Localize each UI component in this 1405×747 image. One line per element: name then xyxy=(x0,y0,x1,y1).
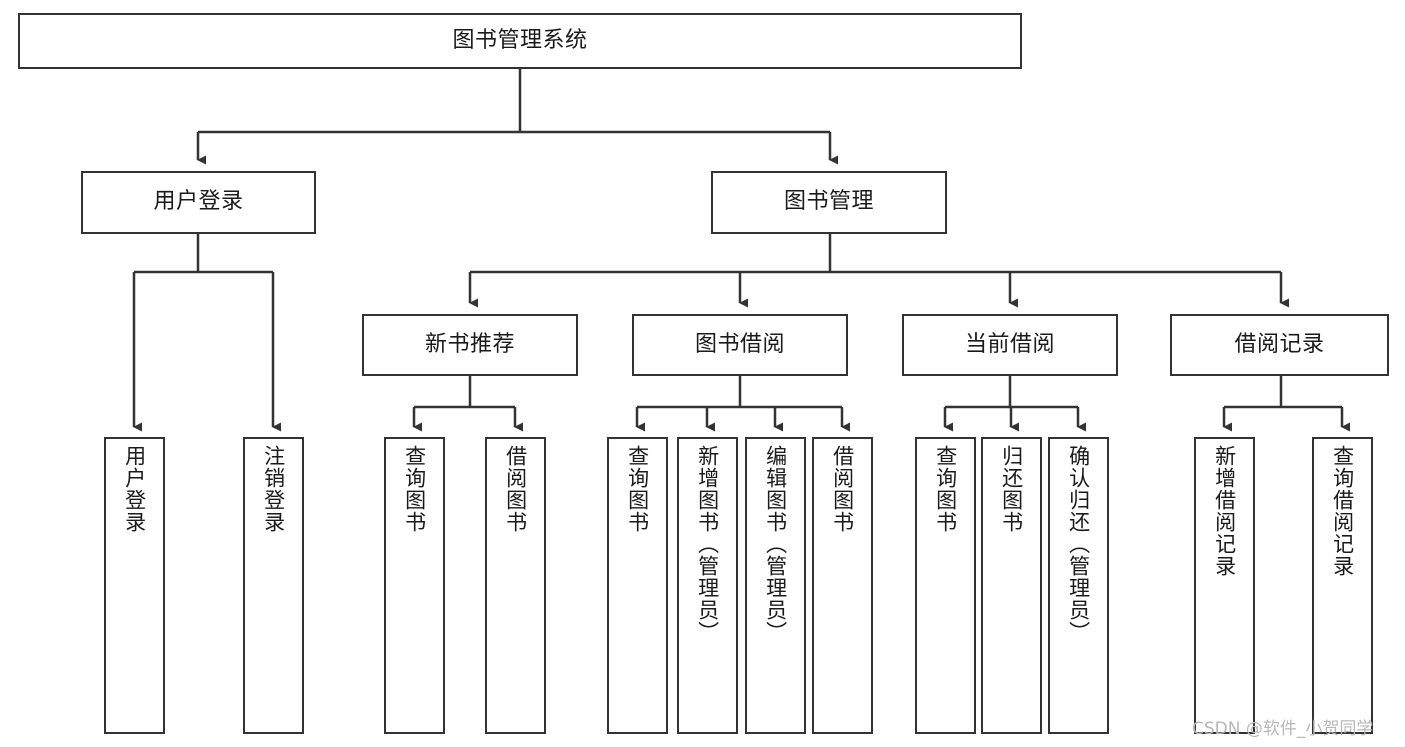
node-book-management[interactable]: 图书管理 xyxy=(711,171,947,234)
node-label: 用户登录 xyxy=(153,189,244,215)
node-label: 新书推荐 xyxy=(424,331,515,357)
node-new-book-recommend[interactable]: 新书推荐 xyxy=(362,314,578,376)
node-leaf-edit-book-admin[interactable]: 编辑图书（管理员） xyxy=(745,437,806,734)
node-label: 注销登录 xyxy=(261,445,286,533)
node-label: 查询图书 xyxy=(625,445,650,533)
node-root-system[interactable]: 图书管理系统 xyxy=(18,13,1022,69)
node-label: 查询图书 xyxy=(402,445,427,533)
node-label: 编辑图书（管理员） xyxy=(763,445,788,643)
node-label: 图书管理 xyxy=(783,189,874,215)
node-leaf-borrow-book-2[interactable]: 借阅图书 xyxy=(812,437,873,734)
node-leaf-query-book-1[interactable]: 查询图书 xyxy=(384,437,445,734)
node-label: 查询图书 xyxy=(933,445,958,533)
node-label: 用户登录 xyxy=(122,445,147,533)
node-current-borrow[interactable]: 当前借阅 xyxy=(902,314,1118,376)
node-leaf-query-book-3[interactable]: 查询图书 xyxy=(915,437,976,734)
node-borrow-record[interactable]: 借阅记录 xyxy=(1170,314,1389,376)
node-label: 归还图书 xyxy=(999,445,1024,533)
node-leaf-query-book-2[interactable]: 查询图书 xyxy=(607,437,668,734)
node-label: 借阅记录 xyxy=(1234,331,1325,357)
node-leaf-query-borrow-record[interactable]: 查询借阅记录 xyxy=(1312,437,1373,734)
node-label: 查询借阅记录 xyxy=(1330,445,1355,577)
node-label: 当前借阅 xyxy=(964,331,1055,357)
node-leaf-borrow-book-1[interactable]: 借阅图书 xyxy=(485,437,546,734)
node-leaf-logout-login[interactable]: 注销登录 xyxy=(243,437,304,734)
node-label: 确认归还（管理员） xyxy=(1066,445,1091,643)
node-label: 借阅图书 xyxy=(503,445,528,533)
node-label: 新增借阅记录 xyxy=(1212,445,1237,577)
node-label: 新增图书（管理员） xyxy=(695,445,720,643)
node-label: 借阅图书 xyxy=(830,445,855,533)
node-book-borrow[interactable]: 图书借阅 xyxy=(632,314,848,376)
node-leaf-user-login[interactable]: 用户登录 xyxy=(104,437,165,734)
node-leaf-add-book-admin[interactable]: 新增图书（管理员） xyxy=(677,437,738,734)
node-user-login[interactable]: 用户登录 xyxy=(81,171,316,234)
node-label: 图书借阅 xyxy=(694,331,785,357)
node-leaf-add-borrow-record[interactable]: 新增借阅记录 xyxy=(1194,437,1255,734)
node-label: 图书管理系统 xyxy=(452,27,588,53)
node-leaf-confirm-return-admin[interactable]: 确认归还（管理员） xyxy=(1048,437,1109,734)
node-leaf-return-book[interactable]: 归还图书 xyxy=(981,437,1042,734)
